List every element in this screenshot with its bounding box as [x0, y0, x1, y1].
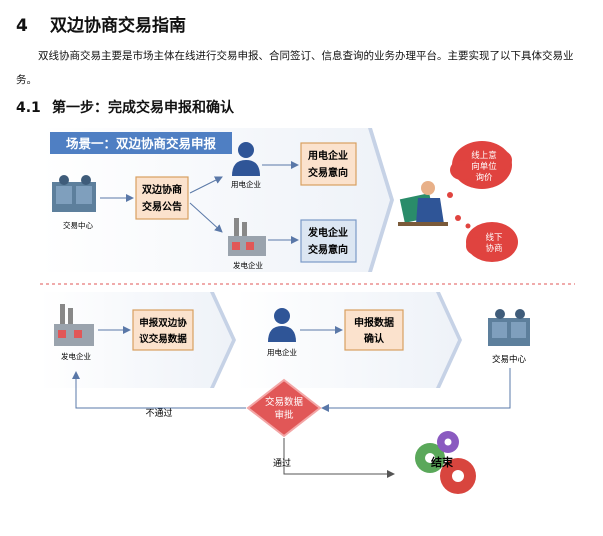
online-inquiry-line-1: 线上意: [471, 150, 497, 161]
section-number: 4: [16, 16, 28, 36]
review-line-1: 交易数据: [265, 396, 304, 408]
subsection-heading: 4.1 第一步：完成交易申报和确认: [16, 97, 234, 117]
negotiation-illustration-icon: [398, 181, 448, 226]
trading-center-icon: [52, 175, 96, 212]
online-inquiry-cloud: [447, 141, 512, 198]
power-user-label: 用电企业: [231, 179, 261, 189]
review-line-2: 审批: [274, 409, 294, 421]
user-intent-line-1: 用电企业: [307, 149, 348, 162]
offline-negotiation-cloud: [455, 215, 518, 262]
pass-label: 通过: [273, 457, 291, 469]
intro-paragraph: 双线协商交易主要是市场主体在线进行交易申报、合同签订、信息查询的业务办理平台。主…: [16, 50, 574, 86]
subsection-title: 第一步：完成交易申报和确认: [52, 100, 234, 116]
section-heading: 4 双边协商交易指南: [16, 11, 186, 36]
declare-data-line-2: 议交易数据: [139, 333, 187, 345]
generator-intent-line-1: 发电企业: [307, 226, 348, 239]
confirm-data-note: [344, 309, 404, 351]
announcement-note: [135, 176, 189, 220]
online-inquiry-line-2: 向单位: [471, 161, 497, 172]
scenario-banner: [50, 132, 232, 154]
factory-icon: [228, 218, 266, 256]
confirm-data-line-1: 申报数据: [354, 316, 394, 329]
factory-icon: [54, 304, 94, 346]
confirm-data-line-2: 确认: [364, 332, 385, 345]
announcement-line-1: 双边协商: [142, 183, 182, 196]
arrow-to-power-user: [189, 176, 223, 194]
section-title: 双边协商交易指南: [50, 16, 186, 36]
user-intent-note: [300, 142, 357, 186]
arrow-to-power-generator: [189, 202, 223, 233]
scenario-banner-label: 场景一：双边协商交易申报: [66, 136, 217, 151]
arrow-pass: [283, 438, 395, 478]
power-generator-label: 发电企业: [233, 260, 263, 270]
gears-icon: [415, 431, 476, 494]
arrow-reject: [72, 371, 246, 409]
trading-center-icon: [488, 309, 530, 346]
generator-intent-note: [300, 219, 357, 263]
bottom-generator-label: 发电企业: [61, 351, 91, 361]
arrow-center-to-review: [321, 368, 511, 412]
declare-data-note: [132, 309, 194, 351]
generator-intent-line-2: 交易意向: [308, 243, 348, 256]
online-inquiry-line-3: 询价: [475, 172, 493, 183]
trading-center-label: 交易中心: [63, 220, 93, 230]
offline-negotiation-line-1: 线下: [485, 232, 503, 243]
person-icon: [232, 142, 260, 176]
user-intent-line-2: 交易意向: [308, 166, 348, 179]
declare-data-line-1: 申报双边协: [139, 317, 187, 329]
subsection-number: 4.1: [16, 100, 41, 116]
end-label: 结束: [430, 455, 454, 469]
offline-negotiation-line-2: 协商: [485, 243, 502, 254]
review-diamond: [246, 378, 322, 438]
announcement-line-2: 交易公告: [142, 200, 182, 213]
person-icon: [268, 308, 296, 342]
bottom-user-label: 用电企业: [267, 347, 297, 357]
reject-label: 不通过: [145, 407, 172, 419]
bottom-trading-center-label: 交易中心: [492, 354, 527, 365]
